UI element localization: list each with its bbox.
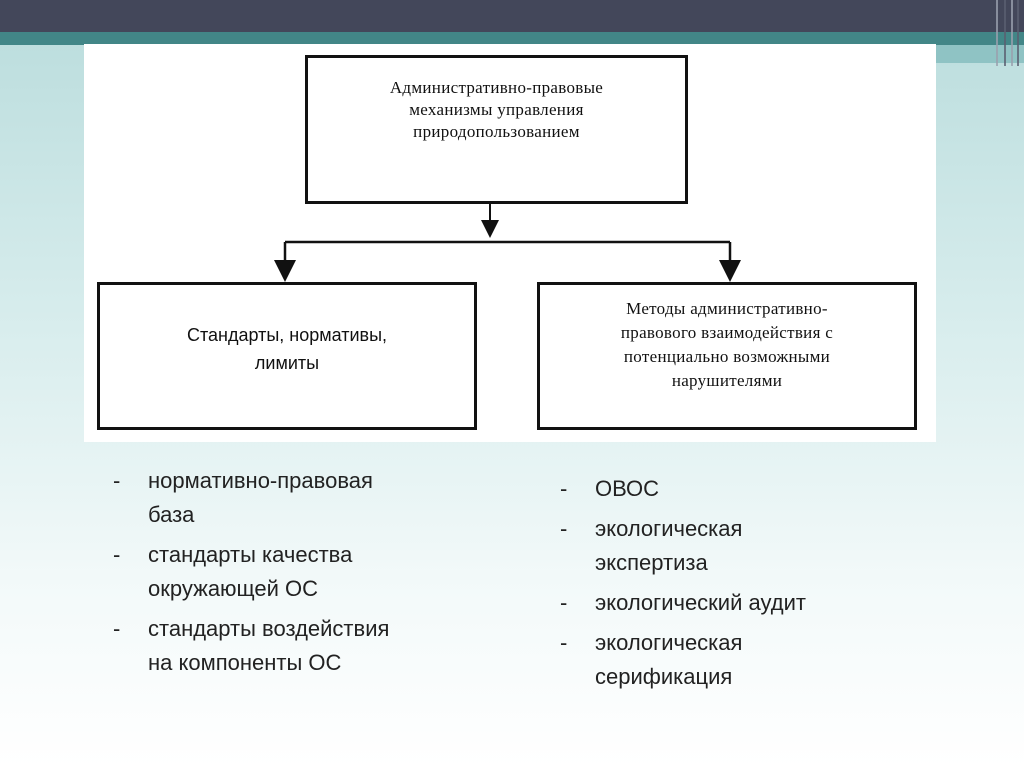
- box-line: потенциально возможными: [623, 347, 831, 366]
- decor-line: [1017, 0, 1019, 66]
- dash: -: [113, 616, 121, 641]
- list-item: - стандарты качества окружающей ОС: [113, 538, 389, 606]
- list-item: - стандарты воздействия на компоненты ОС: [113, 612, 389, 680]
- dash: -: [560, 590, 568, 615]
- line: ОВОС: [595, 476, 660, 501]
- list-item: - экологический аудит: [560, 586, 806, 620]
- decor-line: [996, 0, 998, 66]
- box-line: природопользованием: [413, 122, 580, 141]
- line: экологическая: [595, 516, 743, 541]
- box-line: правового взаимодействия с: [620, 323, 834, 342]
- box-line: нарушителями: [671, 371, 783, 390]
- decor-line: [1011, 0, 1013, 66]
- line: база: [148, 502, 195, 527]
- right-bullet-list: - ОВОС - экологическая экспертиза - экологич…: [560, 472, 806, 700]
- left-bullet-list: - нормативно-правовая база - стандарты каче…: [113, 464, 389, 686]
- dash: -: [560, 630, 568, 655]
- list-item: - экологическая экспертиза: [560, 512, 806, 580]
- slide-accent-stripe-right: [936, 45, 1024, 63]
- right-box: Методы административно- правового взаимо…: [537, 282, 917, 430]
- line: нормативно-правовая: [148, 468, 373, 493]
- line: экологическая: [595, 630, 743, 655]
- dash: -: [560, 476, 568, 501]
- line: на компоненты ОС: [148, 650, 342, 675]
- box-line: Методы административно-: [626, 299, 828, 318]
- line: экологический аудит: [595, 590, 806, 615]
- arrow-down-icon: [274, 260, 296, 282]
- decor-line: [1004, 0, 1006, 66]
- list-item: - нормативно-правовая база: [113, 464, 389, 532]
- slide-header-bar: [0, 0, 1024, 32]
- slide-accent-stripe: [0, 32, 1024, 45]
- connector-arrows: [274, 204, 741, 282]
- dash: -: [113, 468, 121, 493]
- box-line: лимиты: [254, 353, 320, 373]
- top-box: Административно-правовые механизмы управ…: [305, 55, 688, 204]
- line: серификация: [595, 664, 733, 689]
- box-line: Стандарты, нормативы,: [186, 325, 388, 345]
- line: стандарты качества: [148, 542, 353, 567]
- line: стандарты воздействия: [148, 616, 390, 641]
- list-item: - экологическая серификация: [560, 626, 806, 694]
- dash: -: [560, 516, 568, 541]
- arrow-down-icon: [481, 220, 499, 238]
- arrow-down-icon: [719, 260, 741, 282]
- left-box: Стандарты, нормативы, лимиты: [97, 282, 477, 430]
- dash: -: [113, 542, 121, 567]
- line: окружающей ОС: [148, 576, 319, 601]
- box-line: Административно-правовые: [389, 78, 604, 97]
- box-line: механизмы управления: [409, 100, 584, 119]
- diagram-image: Административно-правовые механизмы управ…: [84, 44, 936, 442]
- list-item: - ОВОС: [560, 472, 806, 506]
- line: экспертиза: [595, 550, 708, 575]
